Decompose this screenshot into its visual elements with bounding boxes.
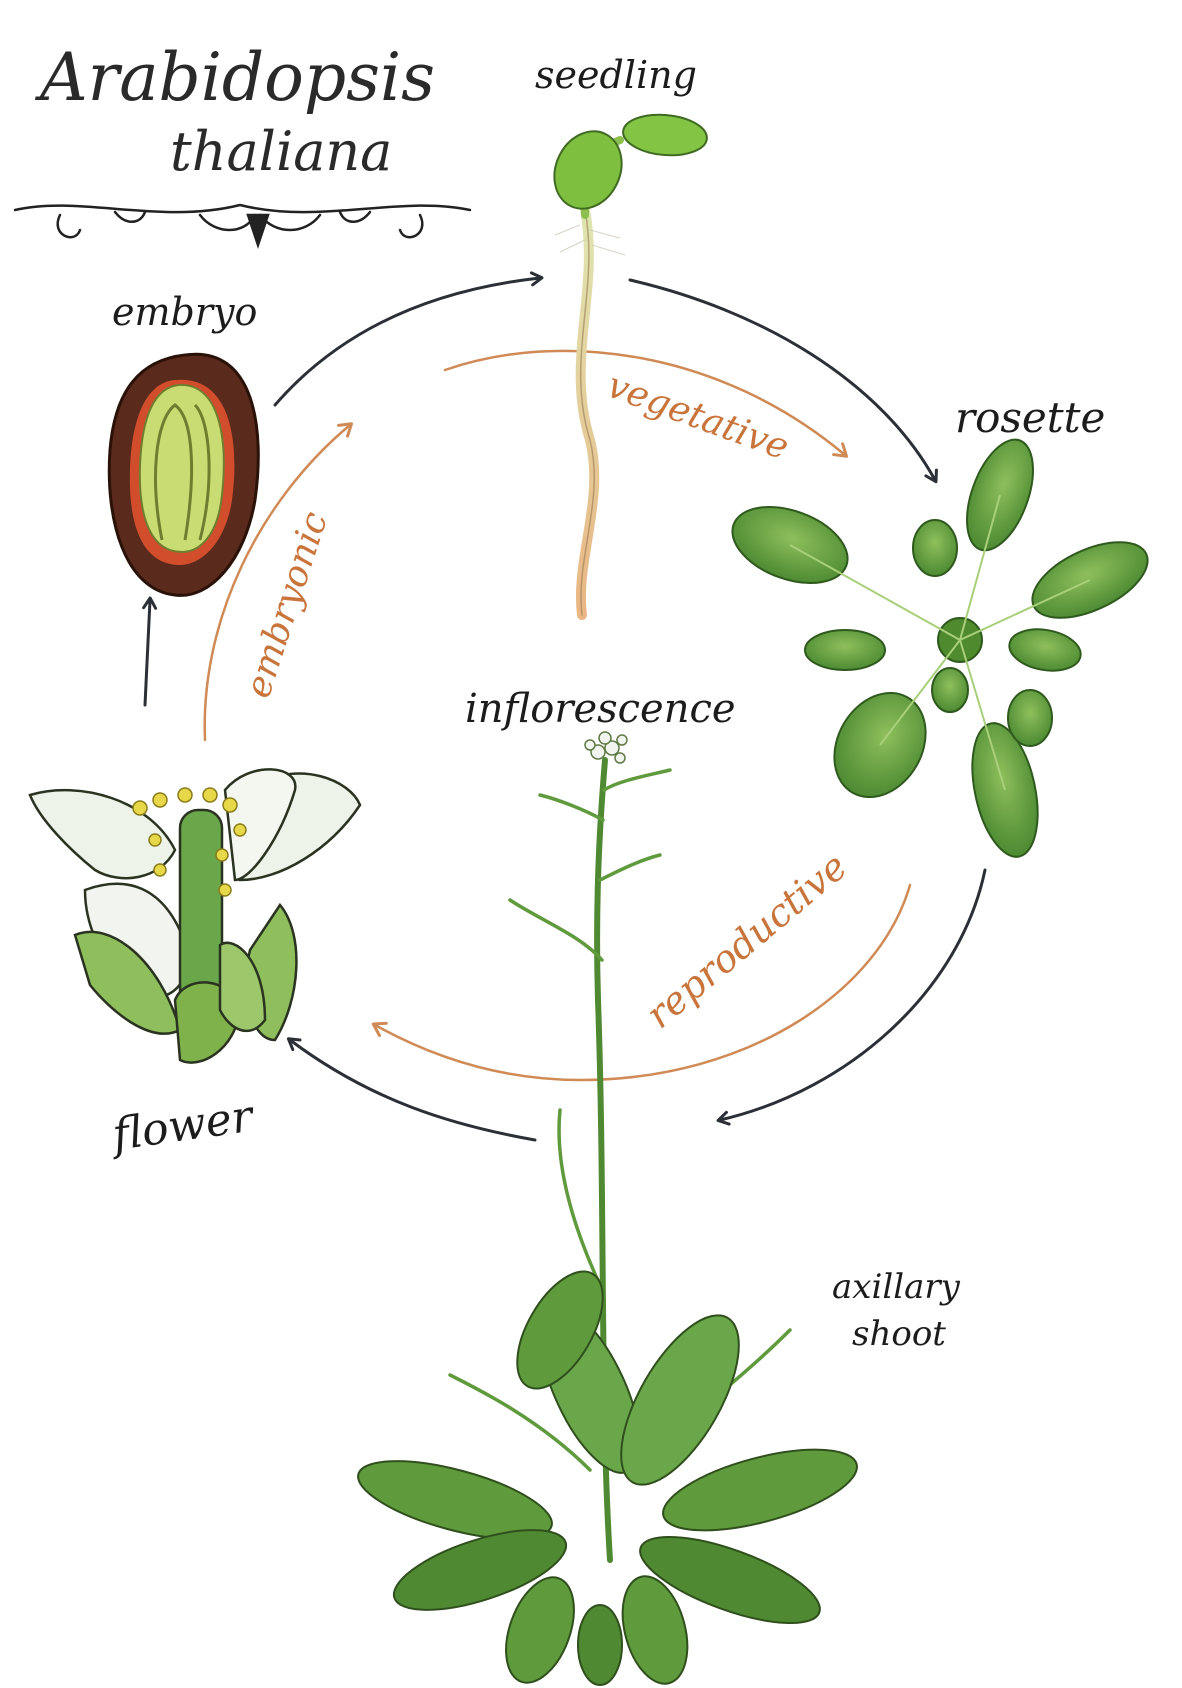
stage-label-axillary: axillary bbox=[832, 1267, 961, 1307]
arrow-flower-to-embryo bbox=[145, 600, 150, 705]
stage-label-inflorescence: inflorescence bbox=[465, 686, 736, 732]
embryo-illustration bbox=[109, 354, 258, 595]
title-species: thaliana bbox=[170, 120, 392, 183]
stage-label-embryo: embryo bbox=[112, 290, 257, 334]
phase-label-vegetative: vegetative bbox=[602, 365, 794, 468]
rosette-illustration bbox=[722, 431, 1159, 863]
flower-illustration bbox=[30, 769, 360, 1062]
stage-label-seedling: seedling bbox=[535, 53, 697, 97]
stage-label-rosette: rosette bbox=[955, 393, 1105, 442]
phase-label-embryonic: embryonic bbox=[238, 507, 337, 703]
reproductive-arc bbox=[375, 885, 910, 1080]
inflorescence-illustration bbox=[351, 732, 865, 1688]
arrow-inflorescence-to-flower bbox=[290, 1040, 535, 1140]
arrow-embryo-to-seedling bbox=[275, 278, 540, 405]
seedling-illustration bbox=[542, 111, 708, 615]
title-genus: Arabidopsis bbox=[34, 39, 435, 116]
phase-label-reproductive: reproductive bbox=[638, 844, 856, 1037]
stage-label-flower: flower bbox=[106, 1090, 258, 1161]
stage-label-shoot: shoot bbox=[852, 1314, 946, 1354]
title-block: Arabidopsis thaliana bbox=[15, 39, 470, 245]
ornament-flourish bbox=[15, 205, 470, 245]
